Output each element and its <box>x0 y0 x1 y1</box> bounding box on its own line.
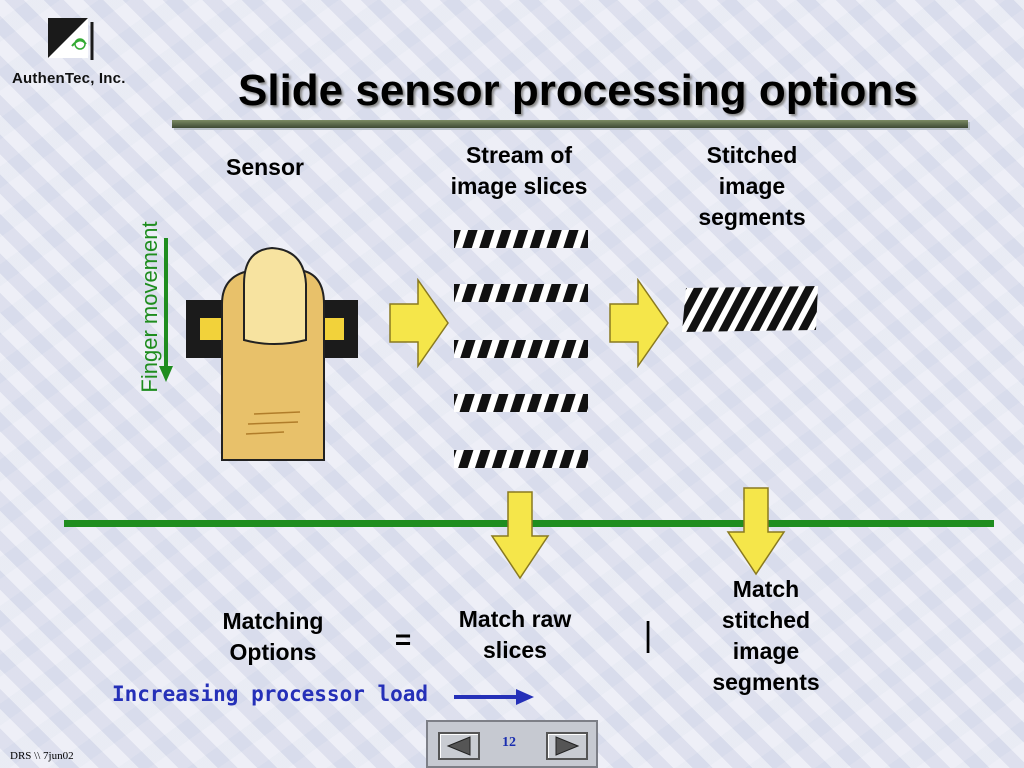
slide-title: Slide sensor processing options <box>238 66 918 115</box>
slide-navigation: 12 <box>426 720 598 768</box>
match-raw-label: Match raw slices <box>458 606 572 663</box>
stitched-label: Stitched image segments <box>698 142 806 230</box>
separator: | <box>643 616 653 654</box>
authentec-logo-icon <box>48 18 94 60</box>
finger-movement-arrow-icon <box>159 238 173 382</box>
page-number: 12 <box>502 735 516 750</box>
sensor-finger-illustration <box>186 246 358 461</box>
footer-text: DRS \\ 7jun02 <box>10 750 74 762</box>
matching-options-label: Matching Options <box>222 608 324 665</box>
previous-slide-button[interactable] <box>438 732 480 760</box>
arrow-down-icon-2 <box>726 487 786 576</box>
next-slide-button[interactable] <box>546 732 588 760</box>
arrow-down-icon-1 <box>490 491 550 580</box>
stitched-segment-icon <box>682 286 818 332</box>
triangle-right-icon <box>555 736 580 756</box>
processor-load-arrow-icon <box>454 689 534 705</box>
processor-load-label: Increasing processor load <box>112 682 429 706</box>
stream-label: Stream of image slices <box>450 142 588 199</box>
match-stitched-label: Match stitched image segments <box>712 576 820 695</box>
equals-sign: = <box>394 624 412 655</box>
arrow-right-icon-1 <box>389 278 449 368</box>
sensor-label: Sensor <box>226 154 304 180</box>
title-underline <box>172 120 968 128</box>
arrow-right-icon-2 <box>609 278 669 368</box>
image-slices-icon <box>454 230 588 468</box>
logo-company-name: AuthenTec, Inc. <box>12 70 126 87</box>
triangle-left-icon <box>446 736 471 756</box>
